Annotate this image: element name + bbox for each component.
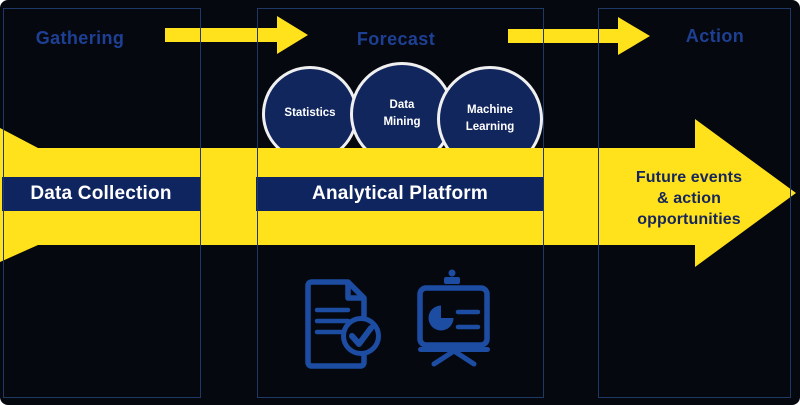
board-clip (444, 277, 460, 284)
check-mark (349, 325, 374, 347)
board-frame (417, 285, 490, 348)
board-knob (448, 269, 456, 277)
document-check-icon (305, 279, 381, 369)
pie-chart-glyph (428, 305, 454, 331)
circle-machine-learning-label: Machine Learning (465, 103, 515, 133)
circle-data-mining-label: Data Mining (383, 98, 421, 128)
stage-box-gathering (3, 8, 201, 398)
stage-label-forecast: Forecast (356, 29, 436, 49)
stage-box-action (598, 8, 791, 398)
easel-legs (431, 348, 477, 367)
circle-statistics: Statistics (262, 66, 358, 162)
data-collection-label: Data Collection (30, 183, 172, 204)
analytical-platform-label: Analytical Platform (312, 183, 488, 204)
circle-statistics-label: Statistics (284, 107, 336, 120)
stage-box-forecast (257, 8, 544, 398)
data-collection-band: Data Collection (2, 177, 200, 211)
arrow-gathering-to-forecast (165, 16, 308, 54)
stage-label-gathering: Gathering (35, 28, 125, 48)
board-text-lines (455, 309, 481, 330)
outcome-text: Future events & action opportunities (635, 169, 743, 228)
presentation-chart-icon (417, 269, 490, 367)
document-text-lines (314, 307, 351, 335)
stage-label-action: Action (685, 26, 745, 46)
document-outline (305, 279, 367, 369)
arrow-forecast-to-action (508, 17, 650, 55)
analytical-platform-band: Analytical Platform (256, 177, 544, 211)
document-fold (345, 282, 364, 301)
